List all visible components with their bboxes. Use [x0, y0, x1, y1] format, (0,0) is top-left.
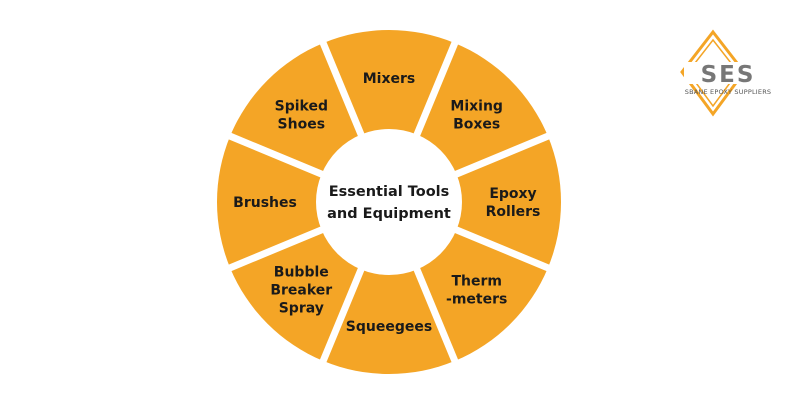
segment-divider: [453, 225, 552, 272]
center-circle: [316, 129, 462, 275]
segment-divider: [412, 266, 459, 365]
logo-tagline: SBANE EPOXY SUPPLIERS: [685, 88, 772, 96]
logo-mark: SES: [684, 62, 768, 88]
segment-label: Therm-meters: [446, 274, 507, 308]
segment-divider: [226, 132, 325, 179]
svg-text:SES: SES: [701, 62, 756, 88]
segment-label: Mixers: [363, 71, 416, 87]
company-logo: SES SBANE EPOXY SUPPLIERS: [680, 29, 772, 117]
segment-label: Brushes: [233, 195, 297, 211]
segment-divider: [319, 39, 366, 138]
segment-divider: [453, 132, 552, 179]
logo-diamond-icon: [680, 29, 746, 117]
segment-divider: [226, 225, 325, 272]
segment-divider: [319, 266, 366, 365]
segment-label: Squeegees: [346, 319, 432, 335]
segment-divider: [412, 39, 459, 138]
